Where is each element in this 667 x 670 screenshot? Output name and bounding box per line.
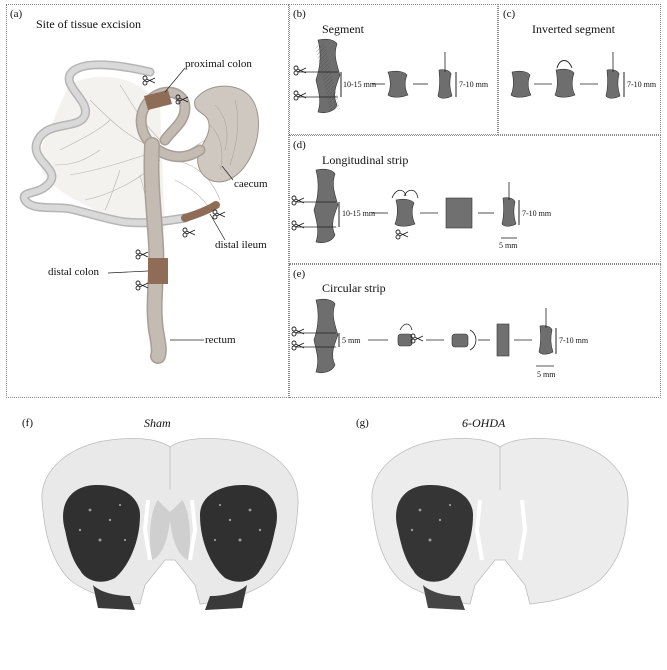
panel-f-tag: (f) (22, 417, 33, 429)
panel-e-dim-length: 5 mm (342, 336, 361, 345)
panel-b-art (293, 38, 457, 114)
brain-section-sham (41, 438, 299, 610)
caecum-shape (194, 85, 259, 183)
panel-d-dim-length: 10-15 mm (342, 209, 376, 218)
panel-d-dim-mounted: 7-10 mm (522, 209, 552, 218)
label-rectum: rectum (205, 334, 236, 346)
panel-b-dim-length: 10-15 mm (343, 80, 377, 89)
panel-c-tag: (c) (503, 8, 516, 20)
distal-ileum-tube (181, 201, 220, 222)
label-distal-colon: distal colon (48, 266, 100, 278)
panel-a-title: Site of tissue excision (36, 17, 141, 31)
panel-a-tag: (a) (10, 8, 23, 20)
intestine-diagram (19, 60, 259, 364)
panel-d-art (291, 168, 520, 244)
panel-b-title: Segment (322, 22, 364, 36)
panel-c-dim-mounted: 7-10 mm (627, 80, 657, 89)
striatum-left-6ohda (396, 484, 473, 582)
striatum-right-sham (200, 484, 277, 582)
panel-b-tag: (b) (293, 8, 306, 20)
panel-d-dim-width: 5 mm (499, 241, 518, 250)
panel-e-dim-width: 5 mm (537, 370, 556, 379)
panel-b-frame (289, 4, 498, 135)
panel-e-dim-mounted: 7-10 mm (559, 336, 589, 345)
panel-d-tag: (d) (293, 139, 306, 151)
panel-a-frame (6, 4, 289, 398)
panel-f-title: Sham (144, 416, 171, 430)
label-distal-ileum: distal ileum (215, 239, 267, 251)
panel-c-frame (498, 4, 661, 135)
proximal-colon-segment (144, 90, 172, 110)
distal-colon-segment (148, 258, 168, 284)
panel-c-title: Inverted segment (532, 22, 615, 36)
panel-d-title: Longitudinal strip (322, 153, 409, 167)
panel-c-art (510, 52, 625, 99)
striatum-speckles-sham (78, 503, 262, 542)
label-proximal-colon: proximal colon (185, 58, 252, 70)
striatum-left-sham (63, 484, 140, 582)
panel-e-tag: (e) (293, 268, 306, 280)
panel-b-dim-mounted: 7-10 mm (459, 80, 489, 89)
panel-e-frame (289, 264, 661, 398)
panel-e-title: Circular strip (322, 281, 386, 295)
panel-g-title: 6-OHDA (462, 416, 506, 430)
mesentery (39, 76, 165, 230)
panel-g-tag: (g) (356, 417, 369, 429)
panel-e-art (291, 298, 557, 374)
panel-d-frame (289, 135, 661, 264)
brain-section-6ohda (371, 438, 629, 610)
label-caecum: caecum (234, 178, 268, 190)
